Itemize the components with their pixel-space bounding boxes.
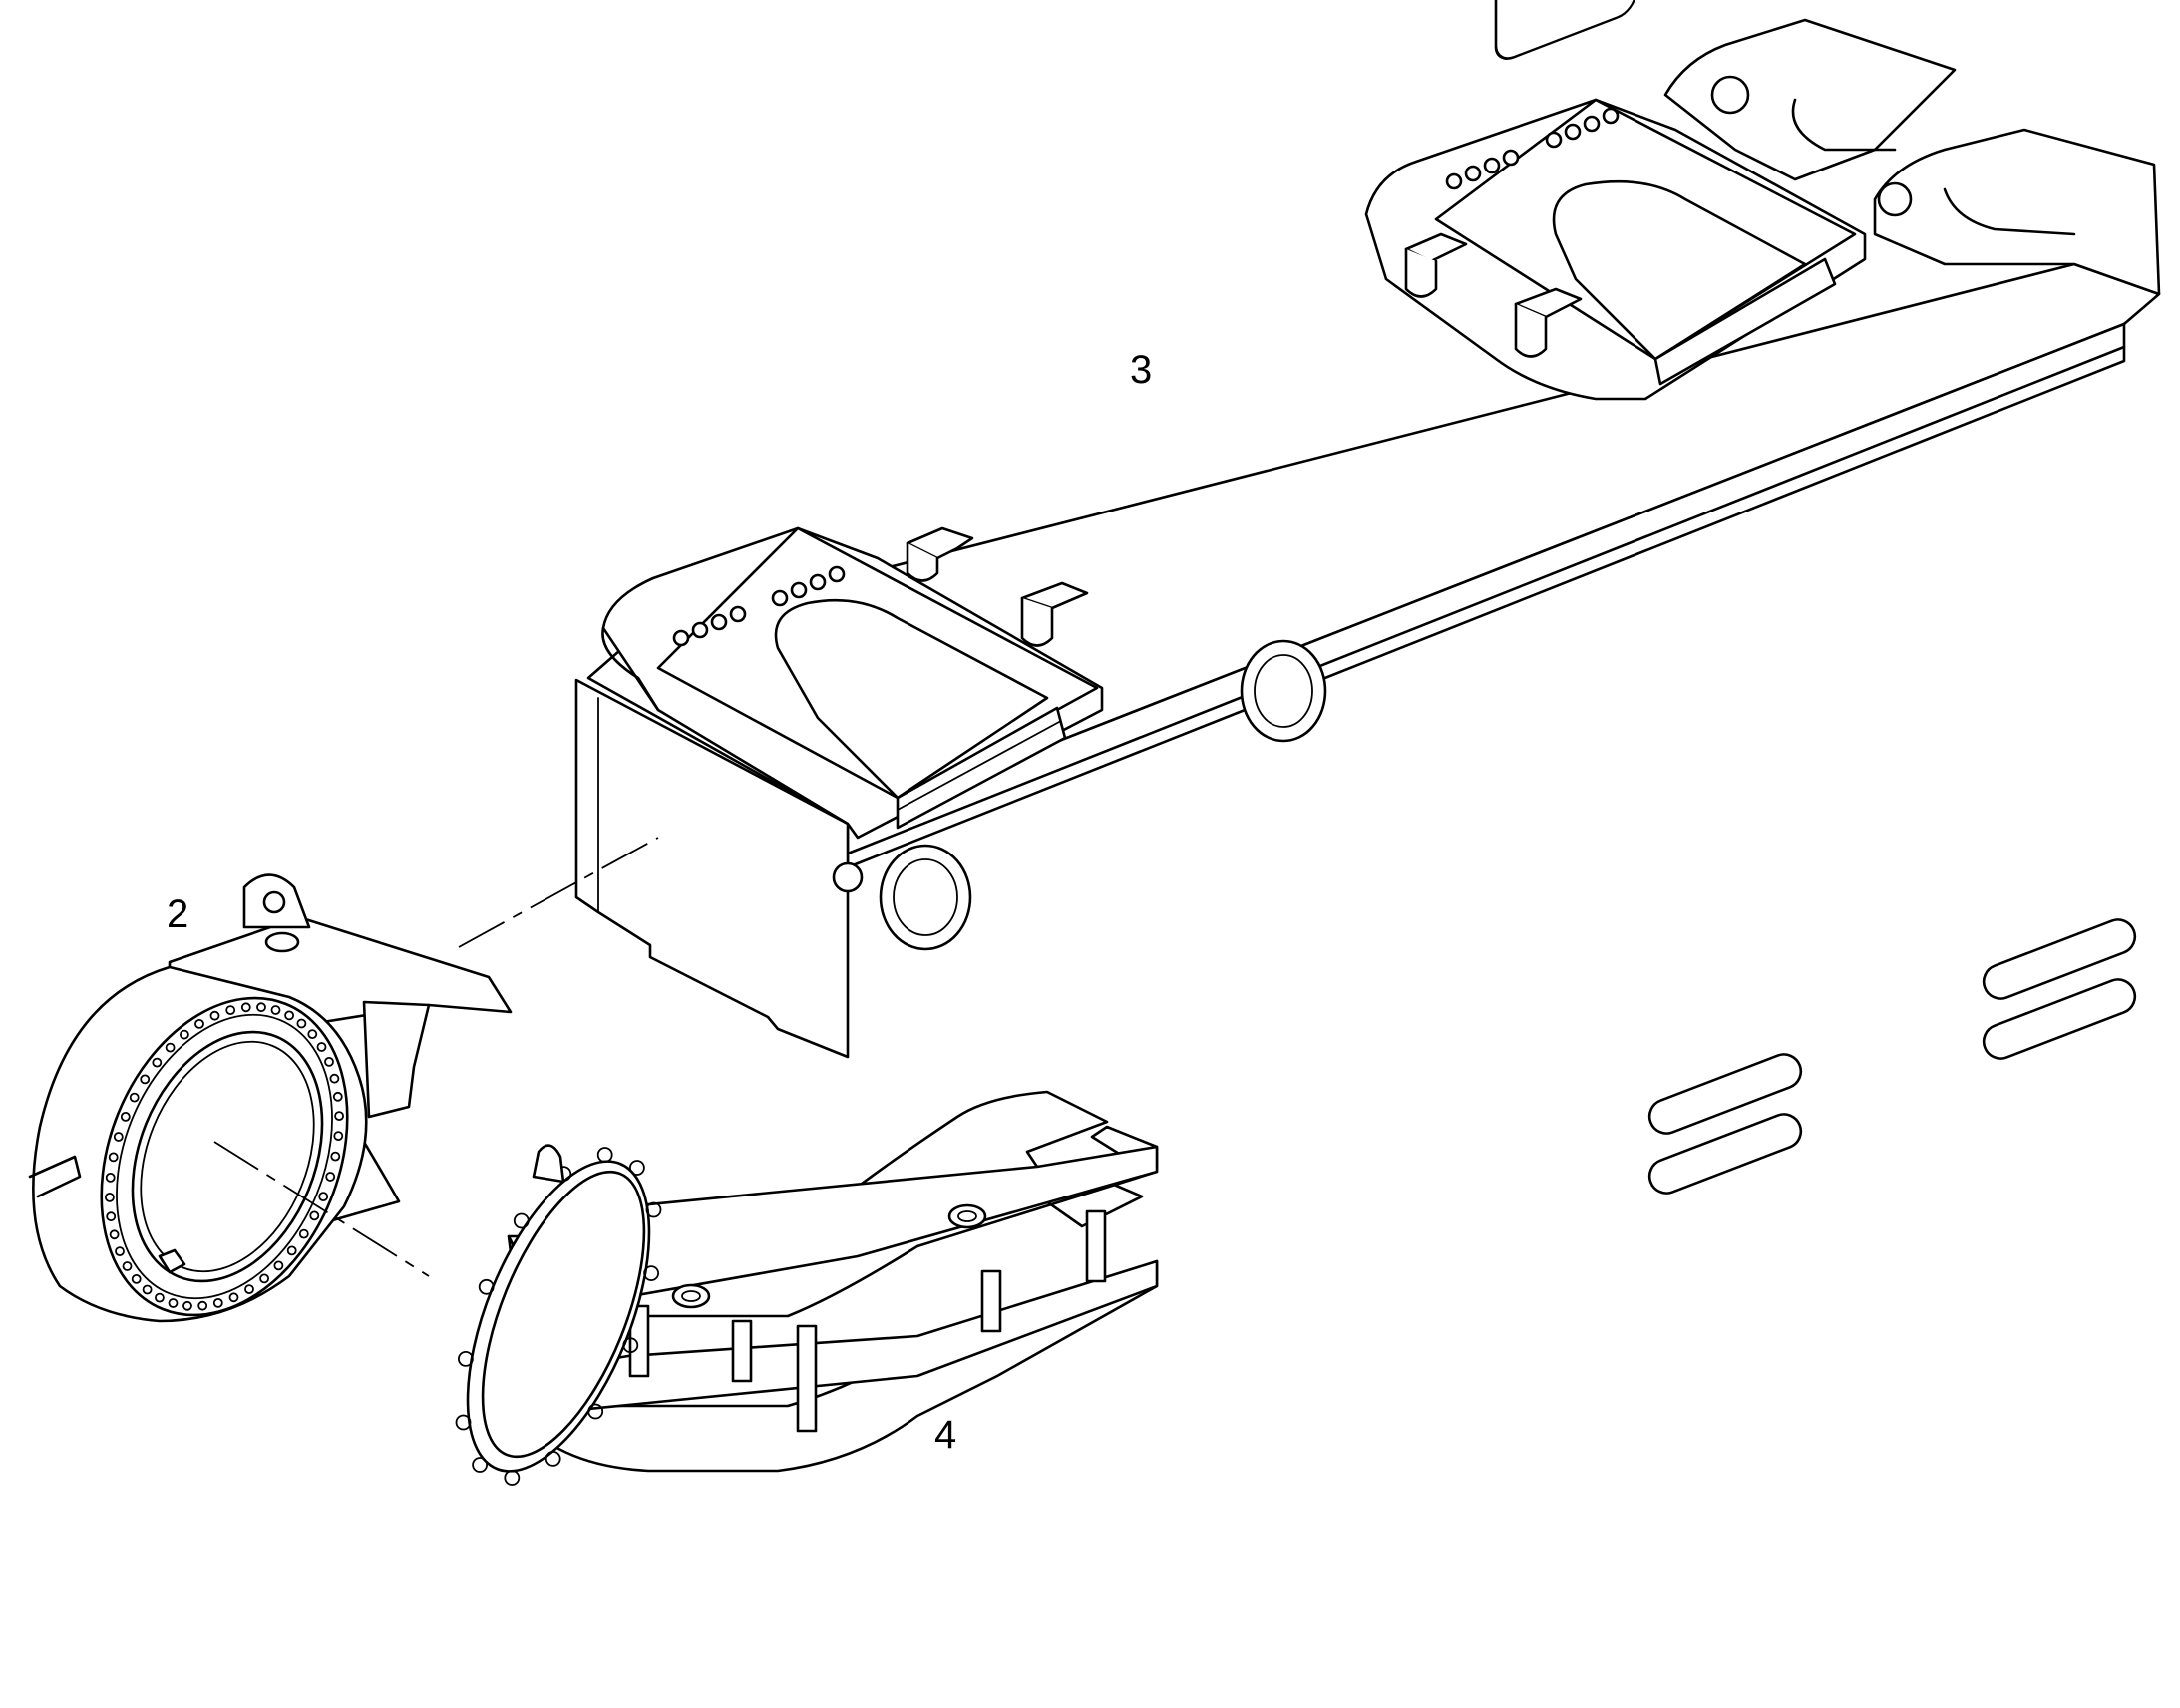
callout-labels: 2 3 4 — [167, 348, 1152, 1457]
ring-bolt-hole — [152, 1057, 163, 1068]
ring-bolt-hole — [309, 1210, 320, 1221]
part-2-bearing-housing — [28, 873, 513, 1323]
flange-bolt — [545, 1451, 561, 1467]
flange-bolt — [629, 1160, 645, 1176]
ring-bolt-hole — [330, 1151, 341, 1162]
beam-bores — [879, 639, 1327, 951]
side-slots — [1647, 918, 2137, 1195]
ring-bolt-hole — [168, 1298, 179, 1308]
ring-bolt-hole — [212, 1298, 223, 1308]
ring-bolt-hole — [154, 1292, 165, 1303]
ring-bolt-hole — [332, 1091, 343, 1102]
ring-bolt-hole — [108, 1152, 119, 1163]
ring-bolt-hole — [225, 1005, 236, 1015]
ring-bolt-hole — [228, 1292, 239, 1303]
flange-bolt — [455, 1414, 472, 1431]
ring-bolt-hole — [296, 1018, 307, 1029]
ring-bolt-hole — [194, 1019, 204, 1029]
flange-bolt — [472, 1457, 489, 1473]
part-3-main-beam — [574, 0, 2161, 1195]
flange-bolt — [478, 1278, 495, 1295]
ring-bolt-hole — [122, 1261, 133, 1271]
ring-bolt-hole — [318, 1192, 329, 1201]
flange-bolt — [645, 1201, 662, 1218]
ring-bolt-hole — [307, 1029, 318, 1039]
flange-bolt — [596, 1147, 613, 1163]
ring-bolt-hole — [179, 1029, 189, 1040]
rear-bolt-row — [1445, 107, 1620, 190]
flange-bolt — [457, 1351, 474, 1367]
ring-bolt-hole — [142, 1284, 153, 1295]
ring-bolt-hole — [209, 1010, 220, 1021]
ring-bolt-hole — [284, 1010, 295, 1021]
ring-bolt-hole — [105, 1173, 116, 1183]
ring-bolt-hole — [105, 1193, 115, 1202]
ring-bolt-hole — [334, 1111, 345, 1121]
ring-bolt-hole — [131, 1274, 142, 1284]
ring-bolt-hole — [316, 1042, 327, 1052]
ring-bolt-hole — [140, 1074, 151, 1085]
ring-bolt-hole — [256, 1002, 266, 1013]
ring-bolt-hole — [324, 1057, 334, 1067]
ring-bolt-hole — [329, 1073, 340, 1084]
ring-bolt-hole — [182, 1300, 192, 1311]
ring-bolt-hole — [115, 1246, 125, 1256]
ring-bolt-hole — [113, 1132, 124, 1142]
ring-bolt-hole — [106, 1211, 117, 1222]
callout-4: 4 — [934, 1413, 956, 1457]
flange-bolt — [643, 1265, 659, 1281]
ring-bolt-hole — [270, 1005, 281, 1015]
front-bolt-row — [672, 565, 846, 647]
ring-bolt-hole — [259, 1273, 270, 1284]
assembly-centerlines — [213, 837, 659, 1277]
ring-bolt-hole — [165, 1042, 176, 1053]
ring-bolt-hole — [273, 1260, 284, 1271]
flange-bolts — [455, 1147, 662, 1486]
ring-bolt-hole — [109, 1229, 120, 1240]
callout-3: 3 — [1130, 348, 1152, 392]
flange-bolt — [513, 1212, 530, 1229]
bearing-ring-bolt-holes — [105, 1002, 345, 1311]
ring-bolt-hole — [286, 1245, 297, 1256]
flange-bolt — [622, 1337, 639, 1354]
part-4-flange-fork — [455, 1090, 1159, 1486]
ring-bolt-hole — [120, 1112, 131, 1122]
ring-bolt-hole — [325, 1172, 336, 1182]
callout-2: 2 — [167, 892, 188, 936]
ring-bolt-hole — [240, 1002, 251, 1013]
ring-bolt-hole — [129, 1092, 140, 1103]
ring-bolt-hole — [197, 1300, 208, 1311]
ring-bolt-hole — [298, 1228, 309, 1239]
flange-bolt — [587, 1403, 604, 1420]
ring-bolt-hole — [244, 1284, 254, 1294]
ring-bolt-hole — [333, 1131, 344, 1141]
flange-bolt — [504, 1470, 521, 1486]
